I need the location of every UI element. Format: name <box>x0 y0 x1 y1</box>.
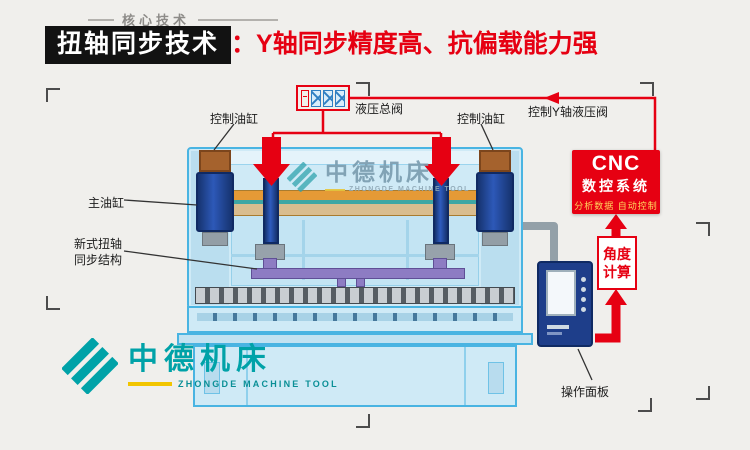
title-tagline: ：Y轴同步精度高、抗偏载能力强 <box>231 30 598 58</box>
left-cylinder-head <box>199 150 231 172</box>
valve-icon <box>323 89 333 107</box>
label-operation-panel: 操作面板 <box>561 385 610 399</box>
label-control-cylinder-right: 控制油缸 <box>457 112 506 126</box>
crop-mark <box>640 82 654 96</box>
tool-clamp-row <box>195 287 515 304</box>
eyebrow-text: 核心技术 <box>122 13 191 28</box>
title-highlight: 扭轴同步技术 <box>45 26 232 64</box>
torsion-shaft-center-link <box>337 278 346 287</box>
watermark-name-en: ZHONGDE MACHINE TOOL <box>349 186 470 194</box>
ram-seam <box>406 220 409 280</box>
worktable-lip <box>177 333 533 345</box>
label-hydraulic-main-valve: 液压总阀 <box>355 102 404 116</box>
brand-logo-icon <box>287 161 317 192</box>
crop-mark <box>638 398 652 412</box>
torsion-shaft-center-link <box>356 278 365 287</box>
label-torsion-line1: 新式扭轴 <box>73 237 122 251</box>
hydraulic-valve-assembly <box>296 85 350 111</box>
brand-name-en: ZHONGDE MACHINE TOOL <box>178 379 339 389</box>
label-control-cylinder-left: 控制油缸 <box>210 112 259 126</box>
label-torsion-line2: 同步结构 <box>73 253 122 268</box>
crop-mark <box>46 296 60 310</box>
crop-mark <box>356 82 370 96</box>
brand-name-cn: 中德机床 <box>128 343 272 376</box>
left-main-cylinder <box>196 172 234 232</box>
crop-mark <box>696 222 710 236</box>
cnc-subtitle: 数控系统 <box>582 177 650 194</box>
angle-calculation-box: 角度计算 <box>597 236 637 290</box>
panel-detail-line <box>547 332 562 335</box>
left-control-cylinder-rod <box>263 178 279 244</box>
crop-mark <box>46 88 60 102</box>
watermark-text: 中德机床 ZHONGDE MACHINE TOOL <box>325 159 470 193</box>
watermark-name-cn: 中德机床 <box>325 159 433 185</box>
label-y-axis-valve: 控制Y轴液压阀 <box>528 105 609 119</box>
right-cylinder-cap <box>482 232 508 246</box>
brand-logo-icon <box>62 338 118 394</box>
eyebrow-line-left <box>88 18 114 21</box>
base-right-leg-line <box>464 347 466 405</box>
base-left-detail <box>204 362 220 394</box>
label-torsion-structure: 新式扭轴 同步结构 <box>72 236 124 268</box>
watermark-en-row: ZHONGDE MACHINE TOOL <box>325 186 470 193</box>
brand-logo: 中德机床 ZHONGDE MACHINE TOOL <box>62 338 339 394</box>
panel-button <box>581 277 586 282</box>
watermark-accent-bar <box>325 188 345 191</box>
crop-mark <box>696 386 710 400</box>
watermark: 中德机床 ZHONGDE MACHINE TOOL <box>287 159 470 193</box>
base-right-detail <box>488 362 504 394</box>
panel-cable <box>523 222 558 266</box>
eyebrow-line-right <box>198 18 279 21</box>
right-cylinder-head <box>479 150 511 172</box>
page-title: 扭轴同步技术 ：Y轴同步精度高、抗偏载能力强 <box>45 26 598 64</box>
bed-bolt-row <box>197 313 513 321</box>
cnc-title: CNC <box>591 151 641 175</box>
panel-button <box>581 287 586 292</box>
ram-rail <box>231 254 479 257</box>
crop-mark <box>356 414 370 428</box>
angle-to-cnc-arrowhead <box>605 214 627 229</box>
machine-top-strip <box>229 151 481 165</box>
ram-seam <box>302 220 305 280</box>
cnc-caption: 分析数据 自动控制 <box>574 200 658 211</box>
panel-to-angle-arrow-shaft <box>595 303 621 343</box>
brand-accent-bar <box>128 382 172 386</box>
base-left-leg-line <box>246 347 248 405</box>
eyebrow: 核心技术 <box>88 10 279 29</box>
panel-detail-line <box>547 325 569 329</box>
valve-icon <box>311 89 321 107</box>
panel-screen <box>546 270 576 316</box>
left-cylinder-cap <box>202 232 228 246</box>
label-main-cylinder: 主油缸 <box>88 196 125 210</box>
valve-icon <box>335 89 345 107</box>
pump-icon <box>301 89 309 107</box>
panel-to-angle-arrowhead <box>605 289 627 305</box>
right-main-cylinder <box>476 172 514 232</box>
cnc-system-box: CNC 数控系统 分析数据 自动控制 <box>572 150 660 214</box>
brand-en-row: ZHONGDE MACHINE TOOL <box>128 379 339 389</box>
brand-text: 中德机床 ZHONGDE MACHINE TOOL <box>128 343 339 389</box>
panel-button <box>581 307 586 312</box>
panel-button <box>581 297 586 302</box>
